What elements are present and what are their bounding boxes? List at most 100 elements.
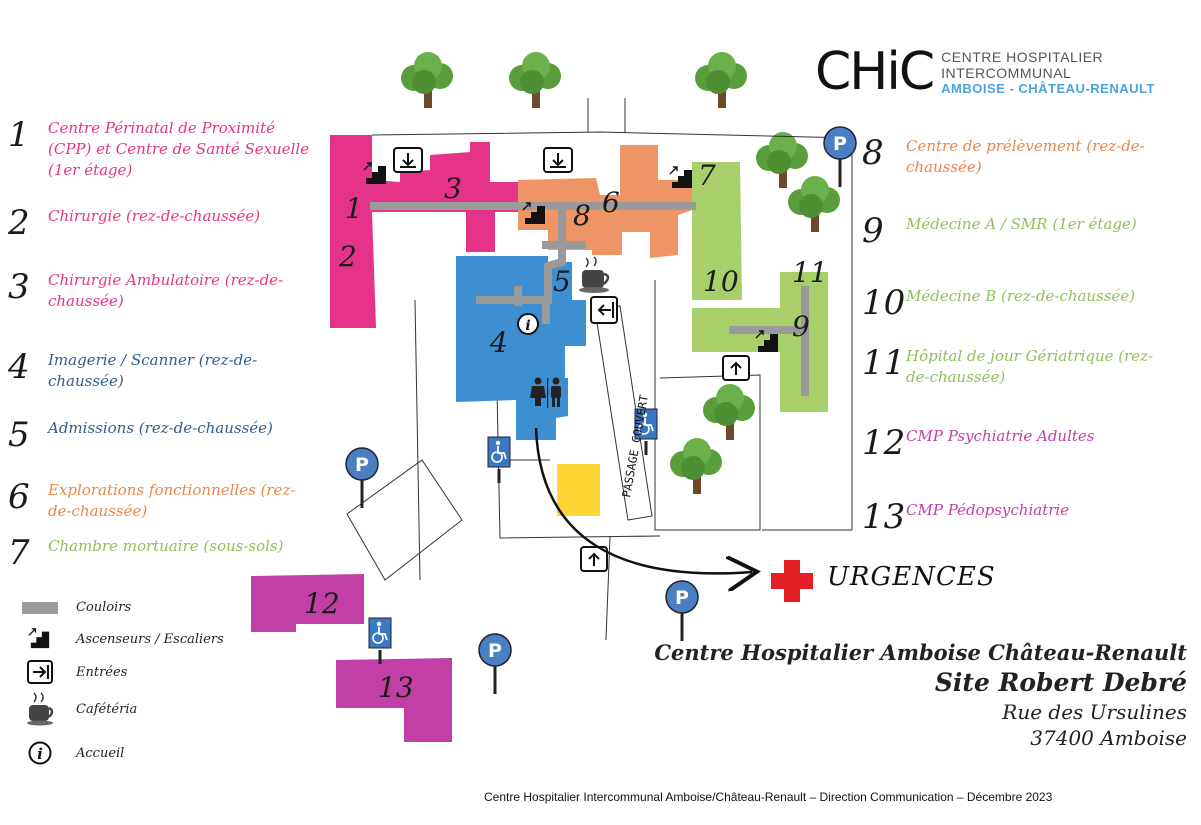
legend-label: CMP Psychiatrie Adultes [906, 427, 1095, 445]
stairs-icon [669, 166, 693, 189]
map-number-3: 3 [444, 172, 462, 205]
legend-number: 8 [862, 133, 884, 173]
legend-item-1: 1 Centre Périnatal de Proximité (CPP) et… [8, 118, 320, 181]
restroom-icon [530, 377, 561, 408]
map-number-8: 8 [573, 199, 591, 232]
key-label: Entrées [76, 664, 128, 680]
map-number-9: 9 [792, 310, 810, 343]
tree-icon [703, 384, 755, 440]
map-number-13: 13 [378, 671, 414, 704]
parking-icon [478, 633, 512, 695]
key-label: Ascenseurs / Escaliers [76, 631, 224, 647]
building-7-9-10-11 [692, 162, 828, 412]
entrance-icon [722, 355, 750, 381]
legend-number: 11 [862, 343, 906, 383]
key-label: Accueil [76, 745, 125, 761]
coffee-icon [579, 256, 610, 293]
map-number-11: 11 [792, 256, 828, 289]
legend-label: Médecine A / SMR (1er étage) [906, 215, 1137, 233]
chic-logo: CHiC CENTRE HOSPITALIER INTERCOMMUNAL AM… [815, 42, 1201, 102]
entrance-icon [393, 147, 423, 173]
legend-label: Explorations fonctionnelles (rez-de-chau… [48, 481, 296, 520]
corridors [370, 202, 809, 396]
legend-item-4: 4 Imagerie / Scanner (rez-de-chaussée) [8, 350, 280, 392]
key-item-info: i Accueil [22, 740, 124, 766]
legend-label: Centre de prélèvement (rez-de-chaussée) [906, 137, 1145, 176]
legend-number: 3 [8, 267, 30, 307]
key-item-entrance: Entrées [22, 660, 127, 684]
logo-mark: CHiC [815, 42, 935, 102]
entrance-icon [590, 296, 618, 324]
legend-label: Médecine B (rez-de-chaussée) [906, 287, 1136, 305]
parking-icon [665, 580, 699, 642]
corridor-swatch [22, 601, 58, 614]
key-item-cafeteria: Cafétéria [22, 692, 137, 726]
wheelchair-icon [487, 436, 511, 484]
tree-icon [695, 52, 747, 108]
address-name: Centre Hospitalier Amboise Château-Renau… [654, 640, 1187, 665]
legend-number: 13 [862, 497, 906, 537]
legend-item-12: 12 CMP Psychiatrie Adultes [862, 426, 1196, 460]
map-number-2: 2 [338, 240, 357, 273]
legend-item-11: 11 Hôpital de jour Gériatrique (rez-de-c… [862, 346, 1156, 388]
entrance-icon [543, 147, 573, 173]
key-label: Cafétéria [76, 701, 138, 717]
legend-item-9: 9 Médecine A / SMR (1er étage) [862, 214, 1196, 248]
map-number-labels: 1 2 3 4 5 6 7 8 9 10 11 12 13 [304, 159, 828, 704]
legend-number: 7 [8, 533, 30, 573]
legend-label: Chambre mortuaire (sous-sols) [48, 537, 284, 555]
legend-number: 12 [862, 423, 906, 463]
address-site: Site Robert Debré [934, 668, 1187, 697]
legend-item-7: 7 Chambre mortuaire (sous-sols) [8, 536, 338, 570]
map-number-5: 5 [553, 265, 571, 298]
legend-label: Admissions (rez-de-chaussée) [48, 419, 273, 437]
entrance-icon [27, 660, 53, 684]
legend-number: 6 [8, 477, 30, 517]
tree-icon [401, 52, 453, 108]
legend-item-5: 5 Admissions (rez-de-chaussée) [8, 418, 320, 452]
map-number-7: 7 [698, 159, 716, 192]
tree-icon [756, 132, 808, 188]
legend-number: 1 [8, 115, 30, 155]
svg-text:i: i [37, 745, 43, 763]
red-cross-icon [771, 560, 813, 602]
map-number-12: 12 [304, 587, 340, 620]
yellow-zone [557, 464, 600, 516]
footer-credits: Centre Hospitalier Intercommunal Amboise… [484, 790, 1053, 804]
legend-item-13: 13 CMP Pédopsychiatrie [862, 500, 1196, 534]
svg-text:i: i [525, 318, 530, 334]
logo-line1: CENTRE HOSPITALIER INTERCOMMUNAL [941, 48, 1104, 81]
legend-item-3: 3 Chirurgie Ambulatoire (rez-de-chaussée… [8, 270, 298, 312]
urgences-arrow [534, 427, 752, 573]
info-icon: i [28, 741, 52, 765]
legend-item-8: 8 Centre de prélèvement (rez-de-chaussée… [862, 136, 1156, 178]
urgences-label: URGENCES [827, 562, 996, 592]
legend-number: 4 [8, 347, 30, 387]
parking-icon [823, 126, 857, 188]
map-number-6: 6 [602, 186, 620, 219]
tree-icon [670, 438, 722, 494]
key-label: Couloirs [76, 600, 132, 615]
map-number-1: 1 [345, 192, 363, 225]
address-street: Rue des Ursulines [1002, 700, 1187, 724]
tree-icon [788, 176, 840, 232]
key-item-corridor: Couloirs [22, 600, 131, 615]
stairs-icon [28, 628, 50, 649]
legend-number: 5 [8, 415, 30, 455]
legend-label: Hôpital de jour Gériatrique (rez-de-chau… [906, 347, 1154, 386]
legend-number: 2 [8, 203, 30, 243]
map-number-4: 4 [489, 326, 508, 359]
legend-label: CMP Pédopsychiatrie [906, 501, 1070, 519]
logo-line2: AMBOISE - CHÂTEAU-RENAULT [941, 80, 1155, 96]
building-12 [251, 574, 364, 632]
legend-item-10: 10 Médecine B (rez-de-chaussée) [862, 286, 1196, 320]
tree-icon [509, 52, 561, 108]
address-city: 37400 Amboise [1030, 726, 1187, 750]
wheelchair-icon [368, 617, 392, 665]
coffee-icon [27, 692, 54, 726]
legend-label: Chirurgie Ambulatoire (rez-de-chaussée) [48, 271, 284, 310]
legend-item-6: 6 Explorations fonctionnelles (rez-de-ch… [8, 480, 306, 522]
key-item-stairs: Ascenseurs / Escaliers [22, 628, 224, 650]
legend-label: Chirurgie (rez-de-chaussée) [48, 207, 261, 225]
